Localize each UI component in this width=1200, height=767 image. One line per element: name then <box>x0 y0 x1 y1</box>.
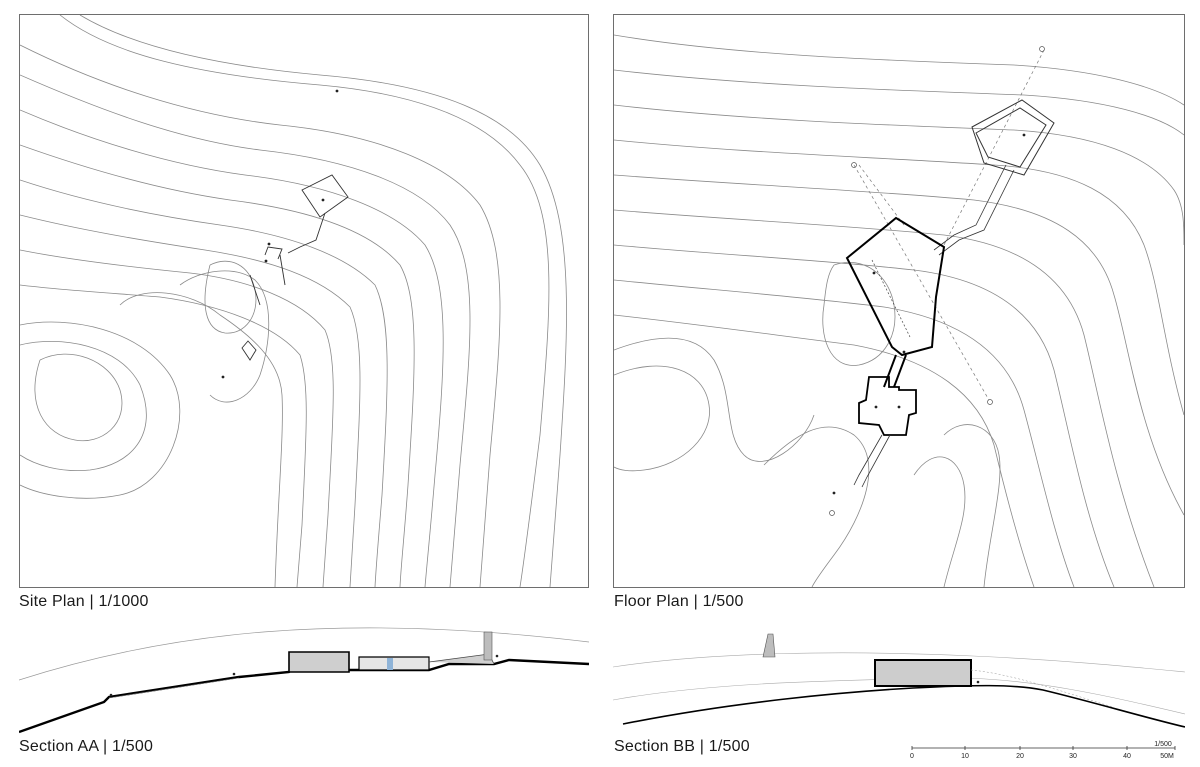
floor-plan-caption: Floor Plan | 1/500 <box>614 593 744 610</box>
scale-bar: 1/500 0 10 20 30 40 50M <box>905 738 1185 762</box>
section-bb-drawing <box>612 612 1186 737</box>
floor-plan-contours <box>614 34 1184 587</box>
scale-tick-0: 0 <box>910 753 914 760</box>
site-plan-contours <box>20 15 567 587</box>
section-bb-profile <box>612 633 1186 728</box>
floor-plan-drawing <box>613 14 1185 588</box>
scale-tick-20: 20 <box>1016 753 1024 760</box>
section-bb-caption: Section BB | 1/500 <box>614 738 750 755</box>
scale-ratio: 1/500 <box>1154 741 1172 748</box>
scale-tick-50m: 50M <box>1160 753 1174 760</box>
scale-tick-40: 40 <box>1123 753 1131 760</box>
section-aa-caption: Section AA | 1/500 <box>19 738 154 755</box>
scale-tick-30: 30 <box>1069 753 1077 760</box>
section-aa-profile <box>18 627 590 734</box>
site-plan-drawing <box>19 14 589 588</box>
site-plan-caption: Site Plan | 1/1000 <box>19 593 149 610</box>
section-aa-drawing <box>18 612 590 737</box>
scale-tick-10: 10 <box>961 753 969 760</box>
scale-bar-graphic: 1/500 0 10 20 30 40 50M <box>910 741 1176 760</box>
